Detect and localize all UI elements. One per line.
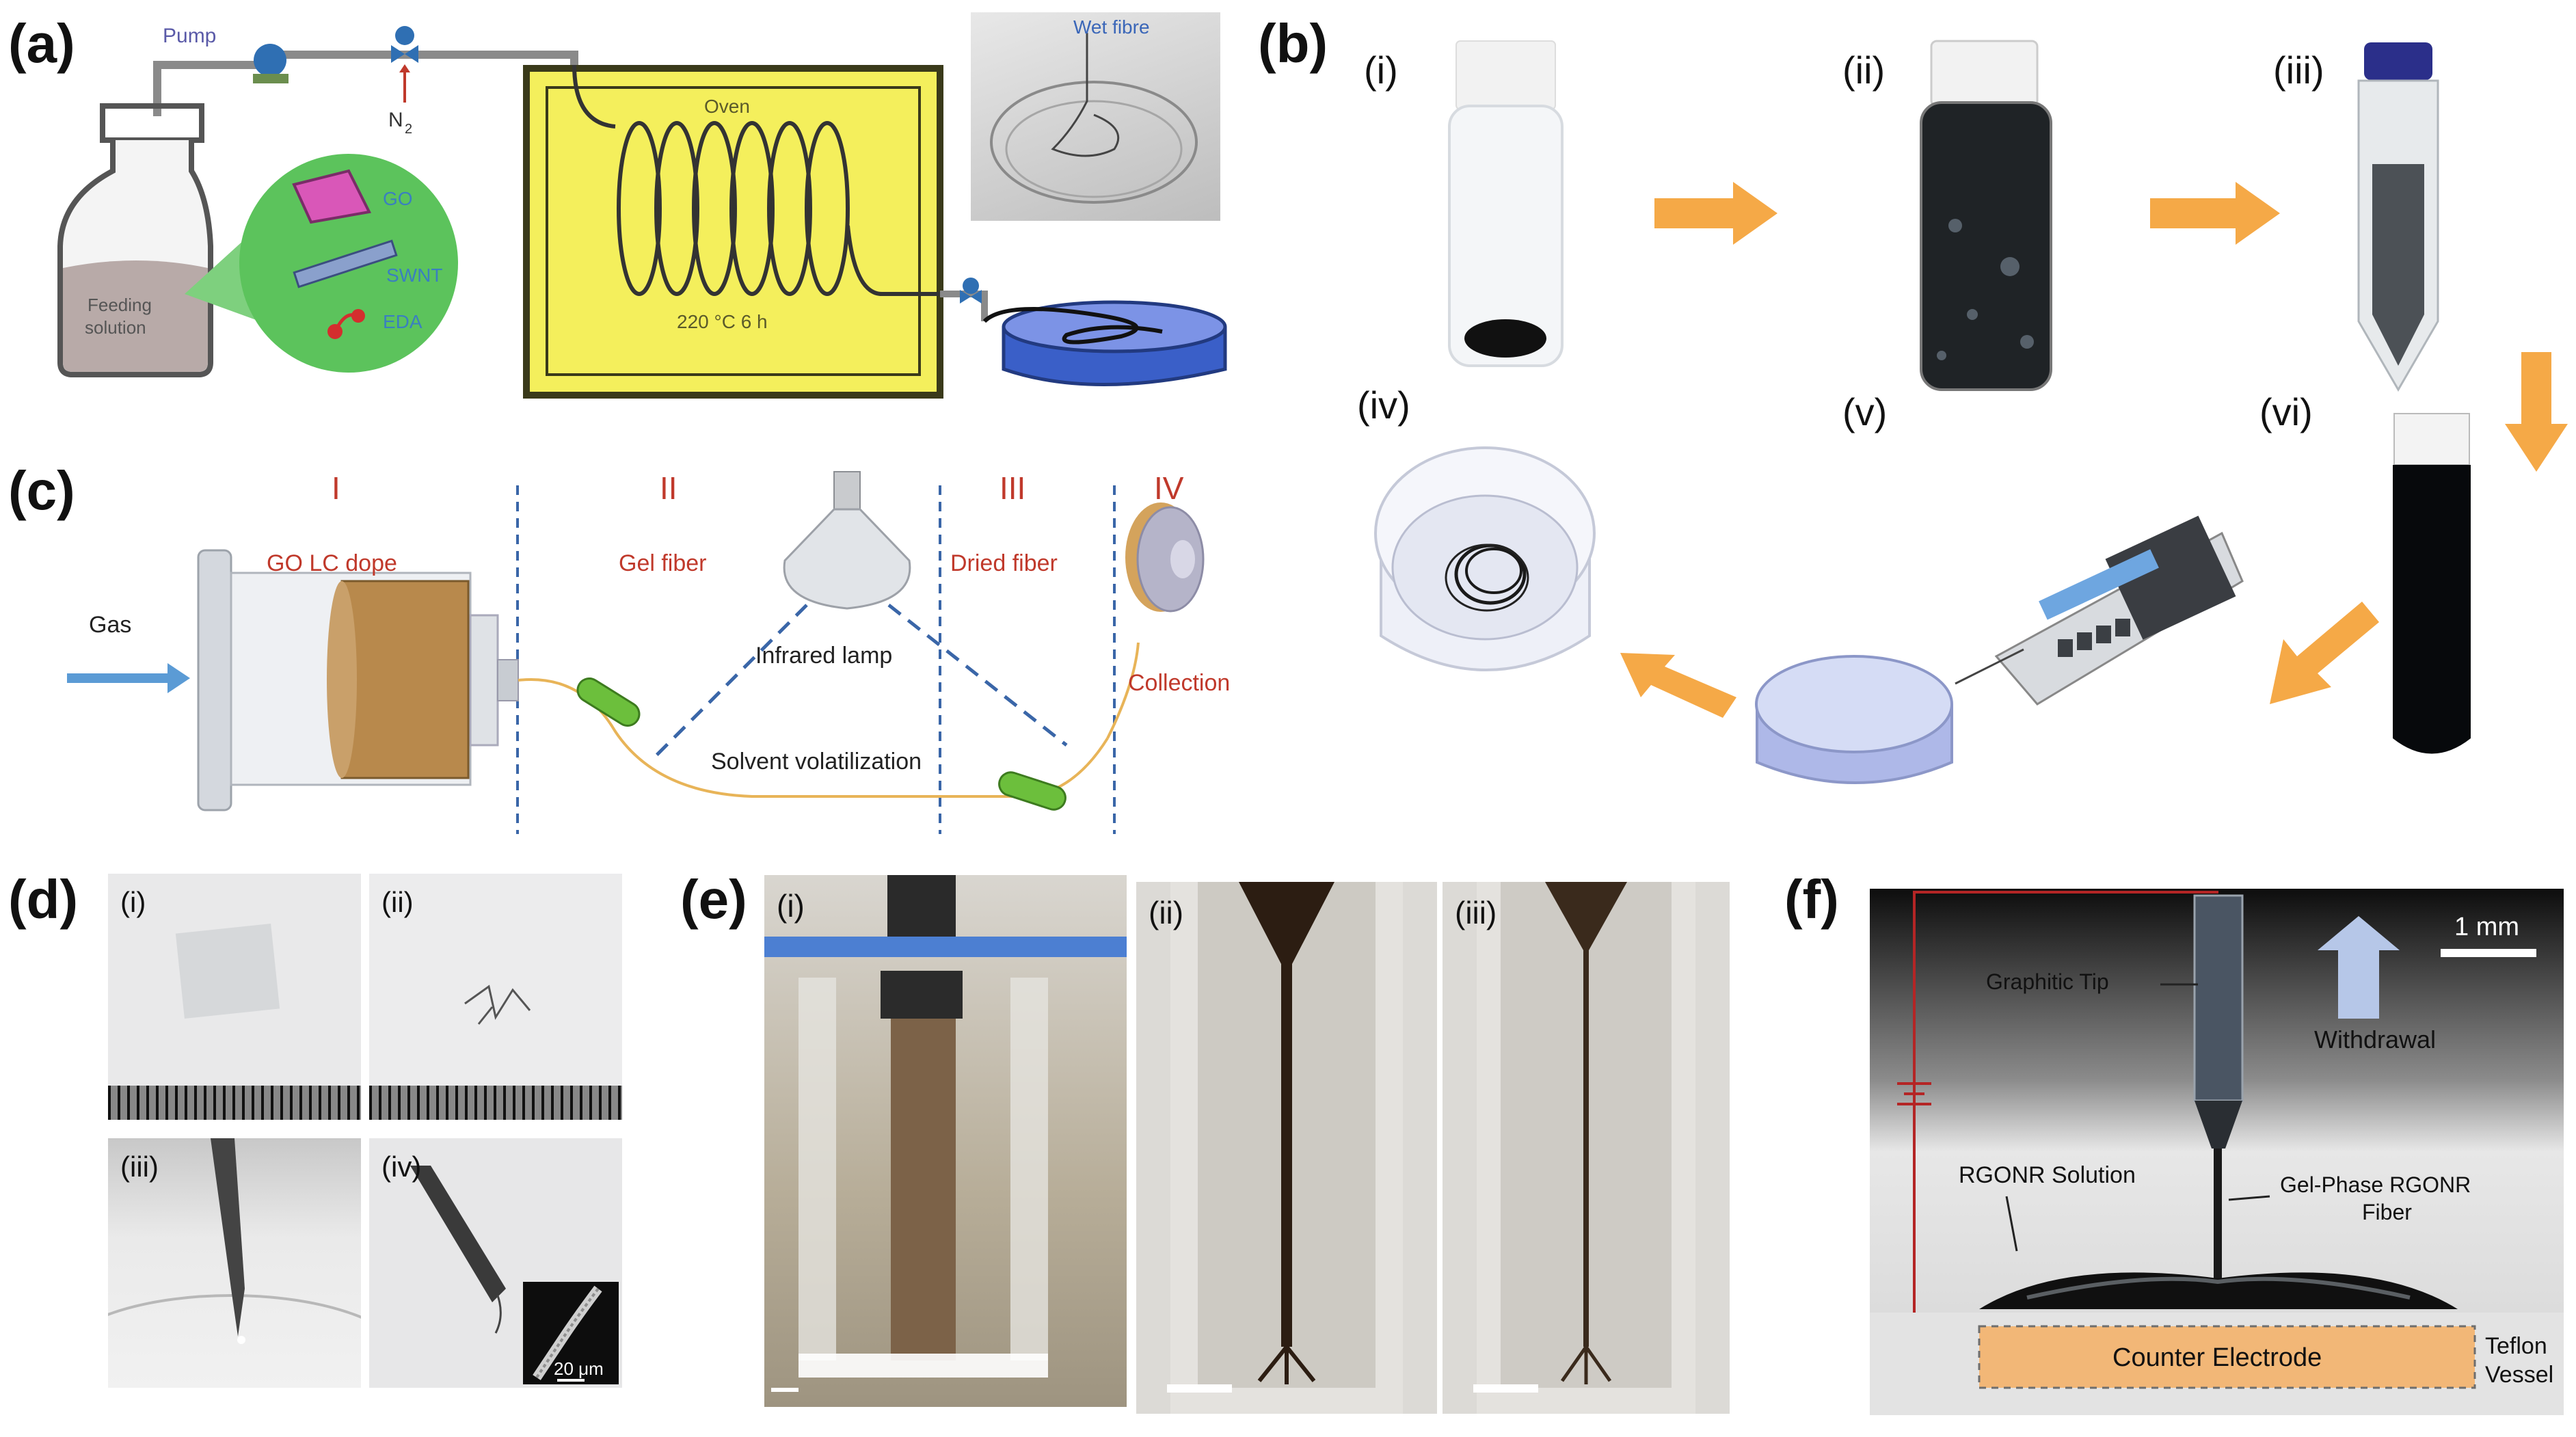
solvent-label: Solvent volatilization [711,749,922,775]
withdrawal-label: Withdrawal [2314,1025,2437,1053]
arrow-down-icon [2505,352,2568,472]
panel-c-diagram: I II III IV Gas GO LC dope Gel fiber [67,470,1230,834]
syringe-pump [1994,515,2244,706]
arrow-right-icon [1654,182,1777,245]
photo-e-ii: (ii) [1136,882,1437,1414]
valve-icon [391,26,418,63]
sem-scale-bar [557,1379,585,1382]
panel-b-diagram [1374,40,2568,784]
pump-label: Pump [163,25,216,47]
dope-label: GO LC dope [267,550,397,576]
panel-b-step-ii: (ii) [1842,49,1886,92]
panel-b-step-v: (v) [1842,390,1888,433]
go-sheet-icon [292,169,371,224]
panel-a-diagram: Pump N 2 Feeding solution GO SWNT [57,25,1227,399]
fiber-dish [1374,446,1596,671]
panel-e-letter: (e) [680,869,747,930]
oven-coil [572,64,950,296]
fiber-label-1: Gel-Phase RGONR [2280,1172,2471,1197]
stage-ii: II [660,470,677,506]
gas-label: Gas [89,612,131,638]
photo-e-i: (i) [764,875,1127,1407]
gel-fiber-capsule [576,677,641,727]
photo-f: 1 mm Graphitic Tip Withdrawal RGONR Solu… [1870,889,2564,1415]
panel-f-letter: (f) [1784,869,1839,930]
coagulation-bath [982,300,1227,386]
photo-d-iv: 20 μm (iv) [369,1138,622,1388]
eda-label: EDA [383,311,422,332]
photo-e-iii: (iii) [1443,882,1730,1414]
feeding-label-2: solution [85,317,146,338]
infrared-lamp-icon [783,471,911,610]
e-sub-i: (i) [777,888,805,924]
centrifuge-tube [2357,42,2439,392]
d-sub-i: (i) [120,886,146,918]
stage-iv: IV [1154,470,1184,506]
vial-black-dispersion [1920,40,2052,391]
go-label: GO [383,188,413,209]
stage-i: I [332,470,340,506]
fiber-label-2: Fiber [2362,1200,2412,1224]
fiber-path [518,678,1109,798]
dried-fiber-capsule [998,771,1066,811]
gel-fiber-label: Gel fiber [619,550,707,576]
coagulation-dish [1755,648,2024,784]
panel-b-step-iv: (iv) [1357,384,1410,427]
wet-fibre-photo: Wet fibre [971,12,1220,221]
graphitic-tip-label: Graphitic Tip [1986,969,2109,994]
arrow-down-left-icon [2270,602,2379,704]
swnt-label: SWNT [386,265,442,286]
d-sub-ii: (ii) [381,886,414,918]
outlet-valve-icon [960,278,982,304]
solution-label: RGONR Solution [1959,1162,2136,1188]
collection-spool-icon [1125,502,1205,613]
feeding-label-1: Feeding [88,295,152,315]
swnt-icon [293,239,398,288]
vessel-label-1: Teflon [2485,1333,2547,1359]
panel-b-step-i: (i) [1364,49,1398,92]
oven-label: Oven [704,96,750,117]
gas-label: N [388,109,403,131]
wet-fibre-label: Wet fibre [1073,16,1150,38]
vial-empty [1448,40,1564,367]
d-sub-iii: (iii) [120,1151,159,1183]
panel-b-step-iii: (iii) [2273,49,2324,92]
vessel-label-2: Vessel [2485,1362,2554,1388]
oven-condition: 220 °C 6 h [677,311,768,332]
panel-d-letter: (d) [8,869,79,930]
panel-c-letter: (c) [8,460,75,521]
sem-inset: 20 μm [523,1282,619,1384]
arrow-left-icon [1620,653,1736,718]
test-tube-black [2393,413,2471,754]
arrow-right-icon [2150,182,2280,245]
photo-d-ii: (ii) [369,874,622,1120]
panel-b-letter: (b) [1258,13,1328,74]
stage-iii: III [999,470,1025,506]
dried-fiber-label: Dried fiber [950,550,1058,576]
pump-tube [280,51,578,65]
eda-icon [327,309,365,339]
e-sub-ii: (ii) [1149,895,1184,930]
panel-a-letter: (a) [8,13,75,74]
panel-b-step-vi: (vi) [2259,390,2313,433]
photo-d-i: (i) [108,874,361,1120]
electrode-label: Counter Electrode [2112,1343,2322,1372]
f-scale-label: 1 mm [2454,913,2519,941]
dope-syringe [197,549,519,811]
e-sub-iii: (iii) [1455,895,1497,930]
photo-d-iii: (iii) [108,1138,361,1388]
feeding-bottle [57,103,213,377]
lamp-label: Infrared lamp [755,643,892,669]
gas-arrow-icon [67,663,190,693]
pump-icon [253,44,289,83]
d-sub-iv: (iv) [381,1151,422,1183]
gas-label-sub: 2 [405,122,412,137]
sem-scale-label: 20 μm [554,1358,604,1379]
feed-tube [153,61,260,116]
collection-label: Collection [1128,670,1230,696]
